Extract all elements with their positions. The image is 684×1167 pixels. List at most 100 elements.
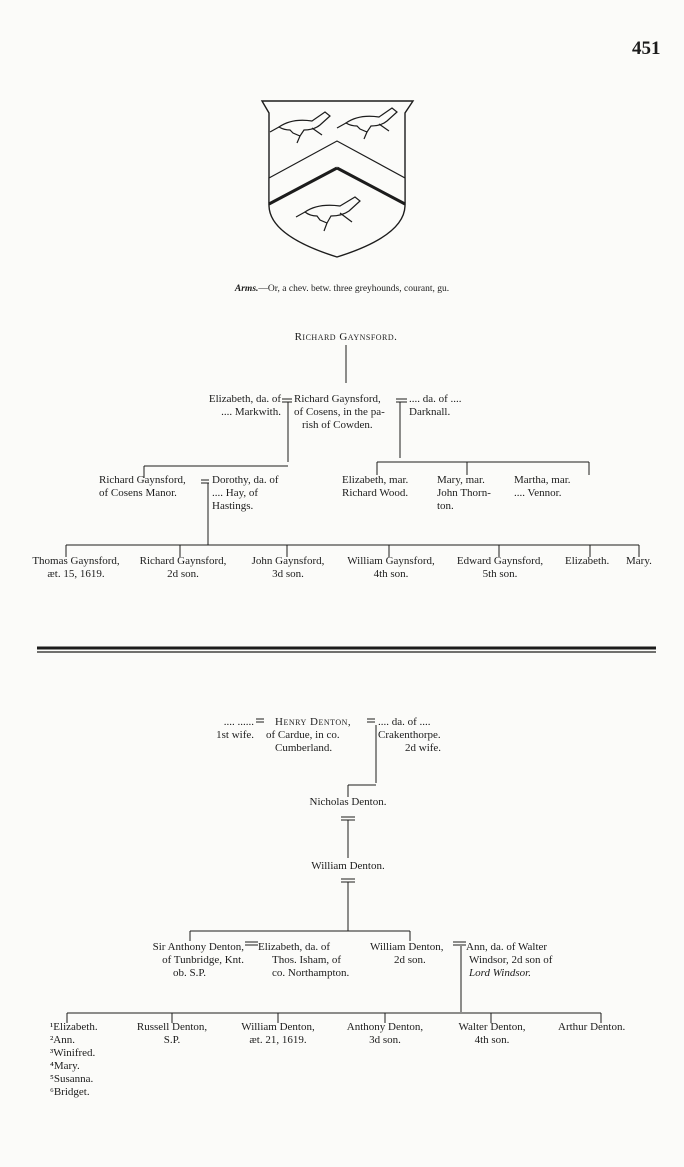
- line: Anthony Denton,: [346, 1021, 424, 1033]
- line: Henry Denton,: [275, 716, 352, 728]
- shield-outline: [260, 100, 415, 258]
- denton-daughters-list: ¹Elizabeth. ²Ann. ³Winifred. ⁴Mary. ⁵Sus…: [50, 1021, 98, 1099]
- person-thomas-gaynsford: Thomas Gaynsford, æt. 15, 1619.: [26, 555, 126, 581]
- line: of Cosens, in the pa-: [294, 406, 385, 418]
- person-john-gaynsford: John Gaynsford, 3d son.: [241, 555, 335, 581]
- line: William Gaynsford,: [347, 555, 435, 567]
- person-nicholas-denton: Nicholas Denton.: [309, 796, 387, 808]
- list-item: ³Winifred.: [50, 1047, 96, 1059]
- line: Cumberland.: [275, 742, 333, 754]
- person-russell-denton: Russell Denton, S.P.: [124, 1021, 220, 1047]
- line: æt. 15, 1619.: [47, 568, 105, 580]
- person-richard-gaynsford-2d-son: Richard Gaynsford, 2d son.: [130, 555, 236, 581]
- line: Sir Anthony Denton,: [152, 941, 244, 953]
- line: 2d son.: [167, 568, 199, 580]
- line: .... da. of ....: [409, 393, 462, 405]
- line: Elizabeth, da. of: [258, 941, 331, 953]
- person-elizabeth-gaynsford: Elizabeth.: [565, 555, 610, 567]
- person-william-denton: William Denton.: [311, 860, 385, 872]
- person-henry-denton-1st-wife: .... ...... 1st wife.: [196, 716, 254, 742]
- person-william-denton-2d-son: William Denton, 2d son.: [370, 941, 444, 967]
- person-william-denton-junior: William Denton, æt. 21, 1619.: [228, 1021, 328, 1047]
- line: Lord Windsor.: [469, 967, 531, 979]
- line: rish of Cowden.: [302, 419, 373, 431]
- line: .... Markwith.: [221, 406, 281, 418]
- person-mary-thornton: Mary, mar. John Thorn- ton.: [437, 474, 491, 513]
- line: Ann, da. of Walter: [466, 941, 548, 953]
- person-dorothy-hay: Dorothy, da. of .... Hay, of Hastings.: [212, 474, 279, 513]
- line: 2d son.: [394, 954, 426, 966]
- line: Windsor, 2d son of: [469, 954, 553, 966]
- line: 1st wife.: [216, 729, 254, 741]
- line: Martha, mar.: [514, 474, 571, 486]
- arms-text: —Or, a chev. betw. three greyhounds, cou…: [258, 284, 450, 294]
- list-item: ⁶Bridget.: [50, 1086, 90, 1098]
- person-richard-gaynsford-senior: Richard Gaynsford.: [294, 331, 398, 343]
- line: Richard Gaynsford,: [139, 555, 227, 567]
- line: of Tunbridge, Knt.: [162, 954, 244, 966]
- line: Thomas Gaynsford,: [32, 555, 120, 567]
- line: S.P.: [163, 1034, 181, 1046]
- line: 3d son.: [369, 1034, 401, 1046]
- line: Hastings.: [212, 500, 254, 512]
- line: Dorothy, da. of: [212, 474, 279, 486]
- arms-prefix: Arms.: [234, 284, 259, 294]
- line: Elizabeth, da. of: [208, 393, 281, 405]
- line: 5th son.: [482, 568, 518, 580]
- line: Mary, mar.: [437, 474, 485, 486]
- person-sir-anthony-denton: Sir Anthony Denton, of Tunbridge, Knt. o…: [138, 941, 244, 980]
- line: Edward Gaynsford,: [456, 555, 544, 567]
- line: Elizabeth, mar.: [342, 474, 409, 486]
- line: Richard Wood.: [342, 487, 409, 499]
- person-elizabeth-wood: Elizabeth, mar. Richard Wood.: [342, 474, 408, 500]
- line: 2d wife.: [405, 742, 442, 754]
- person-henry-denton: Henry Denton, of Cardue, in co. Cumberla…: [266, 716, 351, 755]
- person-crakenthorpe: .... da. of .... Crakenthorpe. 2d wife.: [378, 716, 441, 755]
- line: .... ......: [223, 716, 254, 728]
- greyhound-icon: [269, 111, 331, 144]
- page-number: 451: [632, 38, 661, 59]
- line: of Cosens Manor.: [99, 487, 177, 499]
- line: .... Hay, of: [212, 487, 259, 499]
- person-walter-denton: Walter Denton, 4th son.: [444, 1021, 540, 1047]
- line: Walter Denton,: [458, 1021, 526, 1033]
- line: Richard Gaynsford,: [294, 393, 381, 405]
- person-arthur-denton: Arthur Denton.: [558, 1021, 626, 1033]
- person-richard-gaynsford-cosens-manor: Richard Gaynsford, of Cosens Manor.: [99, 474, 186, 500]
- person-elizabeth-isham: Elizabeth, da. of Thos. Isham, of co. No…: [258, 941, 349, 980]
- line: 3d son.: [272, 568, 304, 580]
- line: co. Northampton.: [272, 967, 350, 979]
- person-william-gaynsford: William Gaynsford, 4th son.: [339, 555, 443, 581]
- person-richard-gaynsford-cowden: Richard Gaynsford, of Cosens, in the pa-…: [294, 393, 385, 432]
- line: William Denton,: [241, 1021, 315, 1033]
- line: William Denton,: [370, 941, 444, 953]
- list-item: ¹Elizabeth.: [50, 1021, 98, 1033]
- list-item: ²Ann.: [50, 1034, 75, 1046]
- list-item: ⁵Susanna.: [50, 1073, 94, 1085]
- line: .... da. of ....: [378, 716, 431, 728]
- line: John Gaynsford,: [251, 555, 325, 567]
- line: of Cardue, in co.: [266, 729, 340, 741]
- greyhound-icon: [295, 196, 361, 232]
- line: ob. S.P.: [172, 967, 206, 979]
- line: ton.: [437, 500, 454, 512]
- person-anthony-denton: Anthony Denton, 3d son.: [336, 1021, 434, 1047]
- person-martha-vennor: Martha, mar. .... Vennor.: [514, 474, 571, 500]
- line: Russell Denton,: [136, 1021, 208, 1033]
- person-ann-windsor: Ann, da. of Walter Windsor, 2d son of Lo…: [466, 941, 552, 980]
- line: 4th son.: [373, 568, 409, 580]
- line: æt. 21, 1619.: [249, 1034, 307, 1046]
- person-darknall: .... da. of .... Darknall.: [409, 393, 462, 419]
- line: Crakenthorpe.: [378, 729, 441, 741]
- person-edward-gaynsford: Edward Gaynsford, 5th son.: [448, 555, 552, 581]
- list-item: ⁴Mary.: [50, 1060, 80, 1072]
- greyhound-icon: [336, 107, 398, 140]
- arms-caption: Arms.—Or, a chev. betw. three greyhounds…: [0, 284, 684, 294]
- line: Richard Gaynsford,: [99, 474, 186, 486]
- line: 4th son.: [474, 1034, 510, 1046]
- person-elizabeth-markwith: Elizabeth, da. of .... Markwith.: [197, 393, 281, 419]
- line: .... Vennor.: [514, 487, 562, 499]
- line: Thos. Isham, of: [272, 954, 342, 966]
- line: John Thorn-: [437, 487, 491, 499]
